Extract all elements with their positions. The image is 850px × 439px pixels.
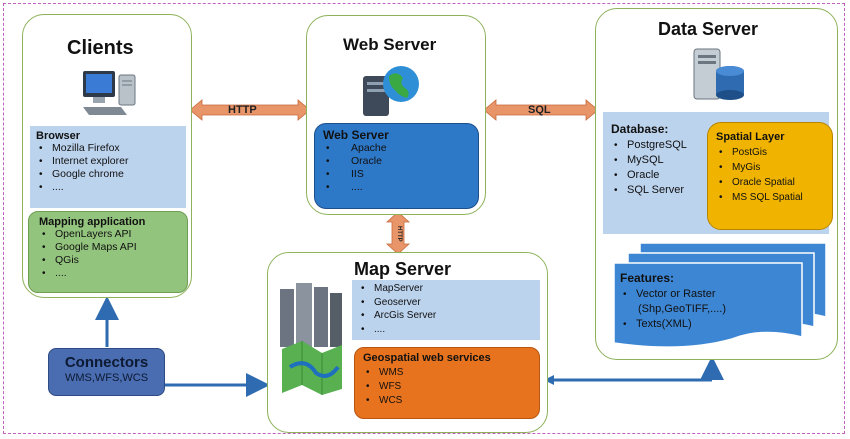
list-item: OpenLayers API [39, 228, 177, 241]
geospatial-list: WMS WFS WCS [363, 366, 531, 408]
list-item: SQL Server [611, 183, 821, 198]
web-server-panel: Web Server Web Server Apache Oracle IIS … [306, 15, 486, 215]
list-item: Google chrome [36, 168, 180, 181]
mapping-list: OpenLayers API Google Maps API QGis .... [39, 228, 177, 280]
list-item: .... [358, 323, 534, 337]
vertical-arrow-label: HTTP [396, 226, 402, 242]
list-item: MapServer [358, 282, 534, 296]
map-server-software-box: MapServer Geoserver ArcGis Server .... [352, 280, 540, 340]
features-list: Vector or Raster (Shp,GeoTIFF,....) Text… [620, 287, 800, 332]
list-item: .... [36, 181, 180, 194]
outer-frame [3, 3, 845, 434]
list-item: Mozilla Firefox [36, 142, 180, 155]
sql-label: SQL [528, 104, 551, 116]
data-server-title: Data Server [658, 19, 759, 39]
mapserver-dataserver-left-head [544, 375, 554, 385]
list-item: MyGis [716, 160, 824, 175]
features-stack: Features: Vector or Raster (Shp,GeoTIFF,… [606, 239, 830, 349]
geospatial-header: Geospatial web services [363, 352, 491, 364]
list-item: Oracle [611, 168, 821, 183]
list-item: Geoserver [358, 296, 534, 310]
list-item: Oracle Spatial [716, 175, 824, 190]
server-rack-map-icon [276, 281, 348, 395]
features-header: Features: [620, 271, 675, 285]
database-server-icon [692, 47, 746, 103]
list-item: QGis [39, 254, 177, 267]
browser-header: Browser [36, 130, 81, 142]
list-item: WCS [363, 394, 531, 408]
list-item: MySQL [611, 153, 821, 168]
list-item: .... [323, 181, 470, 194]
database-box: Database: PostgreSQL MySQL Oracle SQL Se… [603, 112, 833, 234]
list-item: Internet explorer [36, 155, 180, 168]
connectors-title: Connectors [64, 354, 149, 371]
list-item: (Shp,GeoTIFF,....) [638, 303, 727, 315]
computer-icon [81, 67, 141, 119]
list-item: Apache [323, 142, 470, 155]
clients-panel: Clients Browser Mozilla Firefox Internet… [22, 14, 192, 298]
data-server-panel: Data Server Database: PostgreSQL MySQL O… [595, 8, 838, 360]
list-item: WMS [363, 366, 531, 380]
web-server-title: Web Server [343, 35, 437, 54]
web-server-box: Web Server Apache Oracle IIS .... [314, 123, 479, 209]
list-item: .... [39, 267, 177, 280]
list-item: IIS [323, 168, 470, 181]
list-item: PostgreSQL [611, 138, 821, 153]
spatial-layer-list: PostGis MyGis Oracle Spatial MS SQL Spat… [716, 145, 824, 205]
map-server-title: Map Server [354, 259, 452, 279]
list-item: MS SQL Spatial [716, 190, 824, 205]
list-item: WFS [363, 380, 531, 394]
connectors-box: Connectors WMS,WFS,WCS [48, 348, 165, 396]
connectors-subtitle: WMS,WFS,WCS [64, 372, 149, 384]
map-server-panel: Map Server MapServer Geoserver ArcGis Se… [267, 252, 548, 433]
browser-list: Mozilla Firefox Internet explorer Google… [36, 142, 180, 194]
clients-title: Clients [67, 37, 134, 59]
list-item: Google Maps API [39, 241, 177, 254]
web-server-globe-icon [359, 62, 423, 120]
browser-box: Browser Mozilla Firefox Internet explore… [30, 126, 186, 208]
map-server-list: MapServer Geoserver ArcGis Server .... [358, 282, 534, 336]
http-label: HTTP [228, 104, 257, 116]
spatial-layer-header: Spatial Layer [716, 131, 785, 143]
database-list: PostgreSQL MySQL Oracle SQL Server [611, 138, 821, 198]
list-item: PostGis [716, 145, 824, 160]
list-item: Texts(XML) [620, 317, 800, 332]
spatial-layer-box: Spatial Layer PostGis MyGis Oracle Spati… [707, 122, 833, 230]
mapping-header: Mapping application [39, 216, 146, 228]
database-header: Database: [611, 122, 669, 136]
mapping-application-box: Mapping application OpenLayers API Googl… [28, 211, 188, 293]
list-item: Vector or Raster [620, 287, 800, 302]
geospatial-web-services-box: Geospatial web services WMS WFS WCS [354, 347, 540, 419]
web-server-box-header: Web Server [323, 128, 389, 142]
web-server-list: Apache Oracle IIS .... [323, 142, 470, 194]
list-item: ArcGis Server [358, 309, 534, 323]
list-item: Oracle [323, 155, 470, 168]
